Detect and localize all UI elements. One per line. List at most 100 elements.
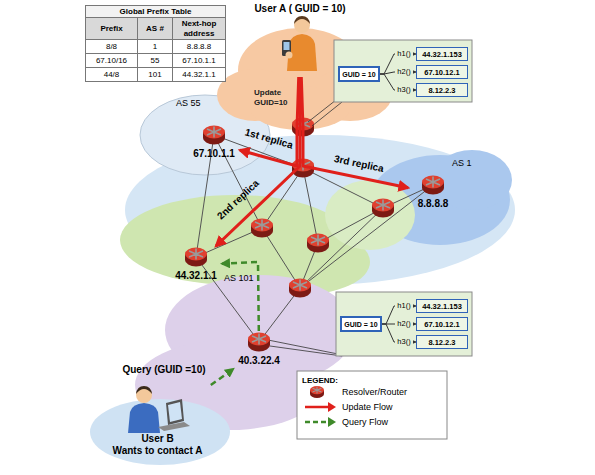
edge-label: h2() [395, 318, 413, 330]
legend-box [297, 371, 447, 439]
update-flow-sample [305, 406, 329, 409]
router-symbol [185, 248, 207, 267]
router-symbol [310, 386, 324, 398]
query-flow-arrow [211, 369, 233, 385]
edge-label: h1() [395, 48, 413, 60]
legend-sample [303, 415, 337, 429]
phone-screen [284, 42, 290, 50]
person-hair [136, 386, 152, 394]
resolver-router: 67.10.1.1 [188, 124, 240, 162]
router-icon [307, 234, 329, 253]
router-icon [289, 279, 311, 298]
router-icon [202, 124, 226, 146]
address-text: 67.10.12.1 [424, 68, 459, 77]
legend-text: Query Flow [342, 416, 388, 428]
user-label: User B [141, 433, 173, 445]
callout-box [336, 292, 472, 356]
table-header: Next-hop address [172, 17, 226, 40]
address-box: 44.32.1.153 [416, 299, 468, 313]
person-body [128, 403, 160, 433]
table-cell: 44.32.1.1 [172, 67, 226, 82]
link [262, 228, 300, 288]
table-header: AS # [137, 17, 173, 40]
leader-line [270, 346, 342, 356]
person-head [136, 387, 152, 403]
query-flow-sample [305, 421, 329, 424]
laptop-base [158, 422, 190, 431]
person-hair [294, 16, 310, 24]
clouds [90, 28, 515, 465]
resolver-router: 40.3.22.4 [232, 331, 286, 369]
address-text: 44.32.1.153 [422, 50, 462, 59]
link [300, 185, 433, 288]
router-icon [247, 331, 271, 353]
edge-label: Query (GUID =10) [116, 364, 212, 375]
address-box: 67.10.12.1 [416, 317, 468, 331]
user-label: User A ( GUID = 10) [254, 3, 345, 15]
person-hand [286, 52, 293, 59]
edge-label: h3() [395, 84, 413, 96]
resolver-router: 44.32.1.1 [170, 246, 222, 284]
edge-label: 1st replica [240, 125, 299, 152]
router-address: 40.3.22.4 [238, 355, 280, 367]
edge-label: 2nd replica [212, 175, 263, 224]
laptop-screen [166, 399, 184, 425]
update-flow-arrow [216, 77, 300, 246]
legend-sample [303, 400, 337, 414]
user-label: Wants to contact A [113, 445, 203, 457]
edge-label: h2() [395, 66, 413, 78]
guid-box: GUID = 10 [338, 66, 380, 82]
as-label: AS 55 [176, 98, 216, 108]
legend-sample [303, 385, 337, 399]
user-a-figure [275, 15, 325, 71]
as-label: AS 1 [452, 158, 486, 168]
table-cell: 67.10/16 [85, 53, 138, 68]
user-b-cloud [90, 399, 230, 465]
edge-label: 3rd replica [329, 152, 388, 175]
query-flow-head [328, 417, 336, 427]
leader-line [312, 102, 342, 126]
table-cell: 44/8 [85, 67, 138, 82]
router-address: 8.8.8.8 [418, 198, 449, 210]
mesh-links [196, 127, 433, 342]
as-label: AS 101 [224, 273, 264, 283]
table-cell: 8/8 [85, 39, 138, 54]
address-text: 8.12.2.3 [428, 338, 455, 347]
router-icon [421, 174, 445, 196]
guid-text: GUID = 10 [342, 70, 375, 79]
link [300, 208, 383, 288]
person-body [287, 34, 317, 71]
query-flow-arrow [222, 262, 259, 331]
legend-text: Resolver/Router [342, 386, 407, 398]
table-cell: 8.8.8.8 [172, 39, 226, 54]
update-flow-arrow [240, 77, 299, 166]
edge-label: h3() [395, 336, 413, 348]
router-icon [372, 199, 394, 218]
legend-text: Update Flow [342, 401, 393, 413]
legend-title: LEGEND: [302, 376, 362, 386]
address-text: 8.12.2.3 [428, 86, 455, 95]
router-icon [184, 246, 208, 268]
address-box: 8.12.2.3 [416, 83, 468, 97]
user-node: User BWants to contact A [100, 385, 215, 460]
router-address: 44.32.1.1 [175, 270, 217, 282]
link [196, 257, 259, 342]
table-cell: 55 [137, 53, 173, 68]
leader-line [308, 100, 336, 122]
router-address: 67.10.1.1 [193, 148, 235, 160]
table-cell: 101 [137, 67, 173, 82]
callout-box [334, 40, 472, 102]
address-text: 67.10.12.1 [424, 320, 459, 329]
update-note: Update GUID=10 [254, 88, 298, 108]
address-box: 67.10.12.1 [416, 65, 468, 79]
resolver-router: 8.8.8.8 [408, 174, 458, 212]
router-symbol [422, 176, 444, 195]
address-text: 44.32.1.153 [422, 302, 462, 311]
address-box: 44.32.1.153 [416, 47, 468, 61]
table-cell: 1 [137, 39, 173, 54]
router-icon [251, 219, 273, 238]
laptop-display [168, 402, 182, 422]
table-header: Prefix [85, 17, 138, 40]
